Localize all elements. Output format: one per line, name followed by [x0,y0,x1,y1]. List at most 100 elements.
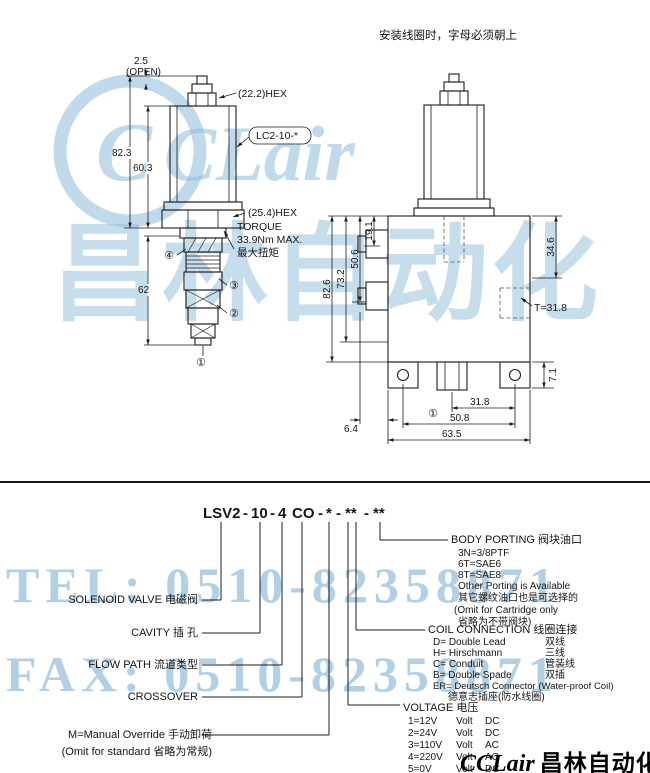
body-labels: 19.1 50.6 73.2 82.6 34.6 7.1 T=31.8 ① 31… [322,221,567,440]
coil-item: D= Double Lead [433,637,506,648]
body-porting-block: BODY PORTING 阀块油口 3N=3/8PTF 6T=SAE6 8T=S… [451,532,582,628]
cartridge-labels: 2.5 (OPEN) (22.2)HEX 82.3 60.3 LC2-10-* … [112,56,302,369]
coil-item-cn: 三线 [545,646,565,659]
voltage-title: VOLTAGE 电压 [403,701,478,714]
hex-coil-label: (22.2)HEX [238,88,287,100]
body-porting-title: BODY PORTING 阀块油口 [451,532,582,546]
dim-63-5: 63.5 [442,429,462,440]
footer-brand-cn: 昌林自动化 [539,750,650,773]
code-seg-porting: ** [373,505,385,522]
dim-82-6: 82.6 [322,279,333,299]
dim-coil-height: 60.3 [133,163,153,174]
torque-label-2: 33.9Nm MAX. [237,234,302,246]
body-dimension-lines [326,215,562,444]
label-cavity: CAVITY 插 孔 [131,625,198,639]
coil-install-note: 安装线圈时，字母必须朝上 [379,28,517,42]
code-seg-coil-voltage: ** [345,505,357,522]
code-separator: - [318,505,323,522]
dim-6-4: 6.4 [344,424,358,435]
port-1-marker: ① [196,357,206,369]
coil-item-cn: 管装线 [545,657,575,670]
dim-50-6: 50.6 [350,249,361,269]
body-porting-item: 省略为不带阀块) [458,615,531,628]
voltage-item-unit: Volt [456,716,473,727]
label-solenoid-valve: SOLENOID VALVE 电磁阀 [68,592,198,606]
voltage-item-value: 5=0V [408,764,432,773]
body-assembly-outline [357,73,531,391]
body-porting-item: 8T=SAE8 [458,570,502,581]
dim-34-6: 34.6 [546,237,557,257]
watermark-tel: TEL: 0510-82358871 [6,557,560,613]
voltage-item-unit: Volt [456,764,473,773]
coil-item-cn: 双插 [545,668,565,681]
voltage-item-unit: Volt [456,752,473,763]
hex-nut-label: (25.4)HEX [248,207,297,219]
ordering-code-diagram: LSV2 - 10 - 4 CO - * - ** - ** SOLENOID … [62,505,614,773]
voltage-item-type: DC [485,764,499,773]
cavity-model-label: LC2-10-* [256,130,298,142]
coil-item: H= Hirschmann [433,648,502,659]
code-seg-override: * [326,505,332,522]
watermark-fax: FAX: 0510-82358871 [6,646,559,702]
code-separator: - [336,505,341,522]
voltage-block: VOLTAGE 电压 1=12V Volt DC 2=24V Volt DC 3… [403,701,499,773]
thread-size-label: T=31.8 [534,302,567,314]
dim-31-8: 31.8 [470,397,490,408]
voltage-item-unit: Volt [456,740,473,751]
coil-item: 德意志插座(防水线圈) [448,690,545,703]
watermark-logo-c: C [96,106,153,199]
label-crossover: CROSSOVER [128,691,198,703]
label-manual-override: M=Manual Override 手动卸荷 [68,727,212,741]
dim-50-8: 50.8 [450,413,470,424]
code-seg-crossover: CO [292,505,315,522]
voltage-item-value: 3=110V [408,740,442,751]
voltage-item-value: 4=220V [408,752,443,763]
body-porting-item: 3N=3/8PTF [458,548,509,559]
coil-connection-block: COIL CONNECTION 线圈连接 D= Double Lead 双线 H… [428,622,613,703]
dim-7-1: 7.1 [548,368,559,382]
code-seg-series: LSV2 [203,505,241,522]
watermark-logo-text: CLair [164,110,355,197]
body-porting-item: 6T=SAE6 [458,559,502,570]
dim-19-1: 19.1 [364,221,375,241]
code-seg-flowpath: 4 [278,505,287,522]
ordering-connectors [202,522,448,736]
ordering-left-labels: SOLENOID VALVE 电磁阀 CAVITY 插 孔 FLOW PATH … [62,592,212,758]
torque-label-3: 最大扭矩 [237,246,279,259]
coil-item: C= Conduit [433,659,484,670]
body-porting-item: Other Porting is Available [458,581,571,592]
dim-open-value: 2.5 [134,56,148,67]
coil-item: B= Double Spade [433,670,512,681]
code-seg-cavity: 10 [251,505,268,522]
dim-open-label: (OPEN) [126,67,161,78]
footer-brand: CCLair 昌林自动化 [460,744,650,773]
dimension-drawings: 安装线圈时，字母必须朝上 [112,28,567,444]
cartridge-dimension-lines [124,70,312,356]
dim-total-height: 82.3 [112,148,132,159]
voltage-item-type: AC [485,740,499,751]
code-separator: - [270,505,275,522]
watermark-brand-cn: 昌林自动化 [52,216,602,334]
body-porting-item: 其它螺纹油口也是可选择的 [458,591,578,604]
coil-item: ER= Deutsch Connector (Water-proof Coil) [433,681,613,692]
voltage-item-unit: Volt [456,728,473,739]
dim-cartridge-height: 62 [138,285,150,296]
body-porting-item: (Omit for Cartridge only [454,605,558,616]
code-separator: - [243,505,248,522]
torque-label-1: TORQUE [237,221,282,233]
voltage-item-type: DC [485,728,499,739]
cartridge-valve-outline [161,75,245,346]
voltage-item-type: AC [485,752,499,763]
section-divider [0,481,650,483]
voltage-item-value: 2=24V [408,728,438,739]
voltage-item-value: 1=12V [408,716,438,727]
port-3-marker: ③ [229,280,239,292]
model-code: LSV2 - 10 - 4 CO - * - ** - ** [203,505,385,522]
coil-connection-title: COIL CONNECTION 线圈连接 [428,622,577,636]
label-omit-standard: (Omit for standard 省略为常规) [62,744,212,758]
footer-brand-en: CCLair [460,751,535,773]
dim-73-2: 73.2 [336,269,347,289]
label-flow-path: FLOW PATH 流道类型 [88,657,198,671]
port-4-marker: ④ [164,250,174,262]
